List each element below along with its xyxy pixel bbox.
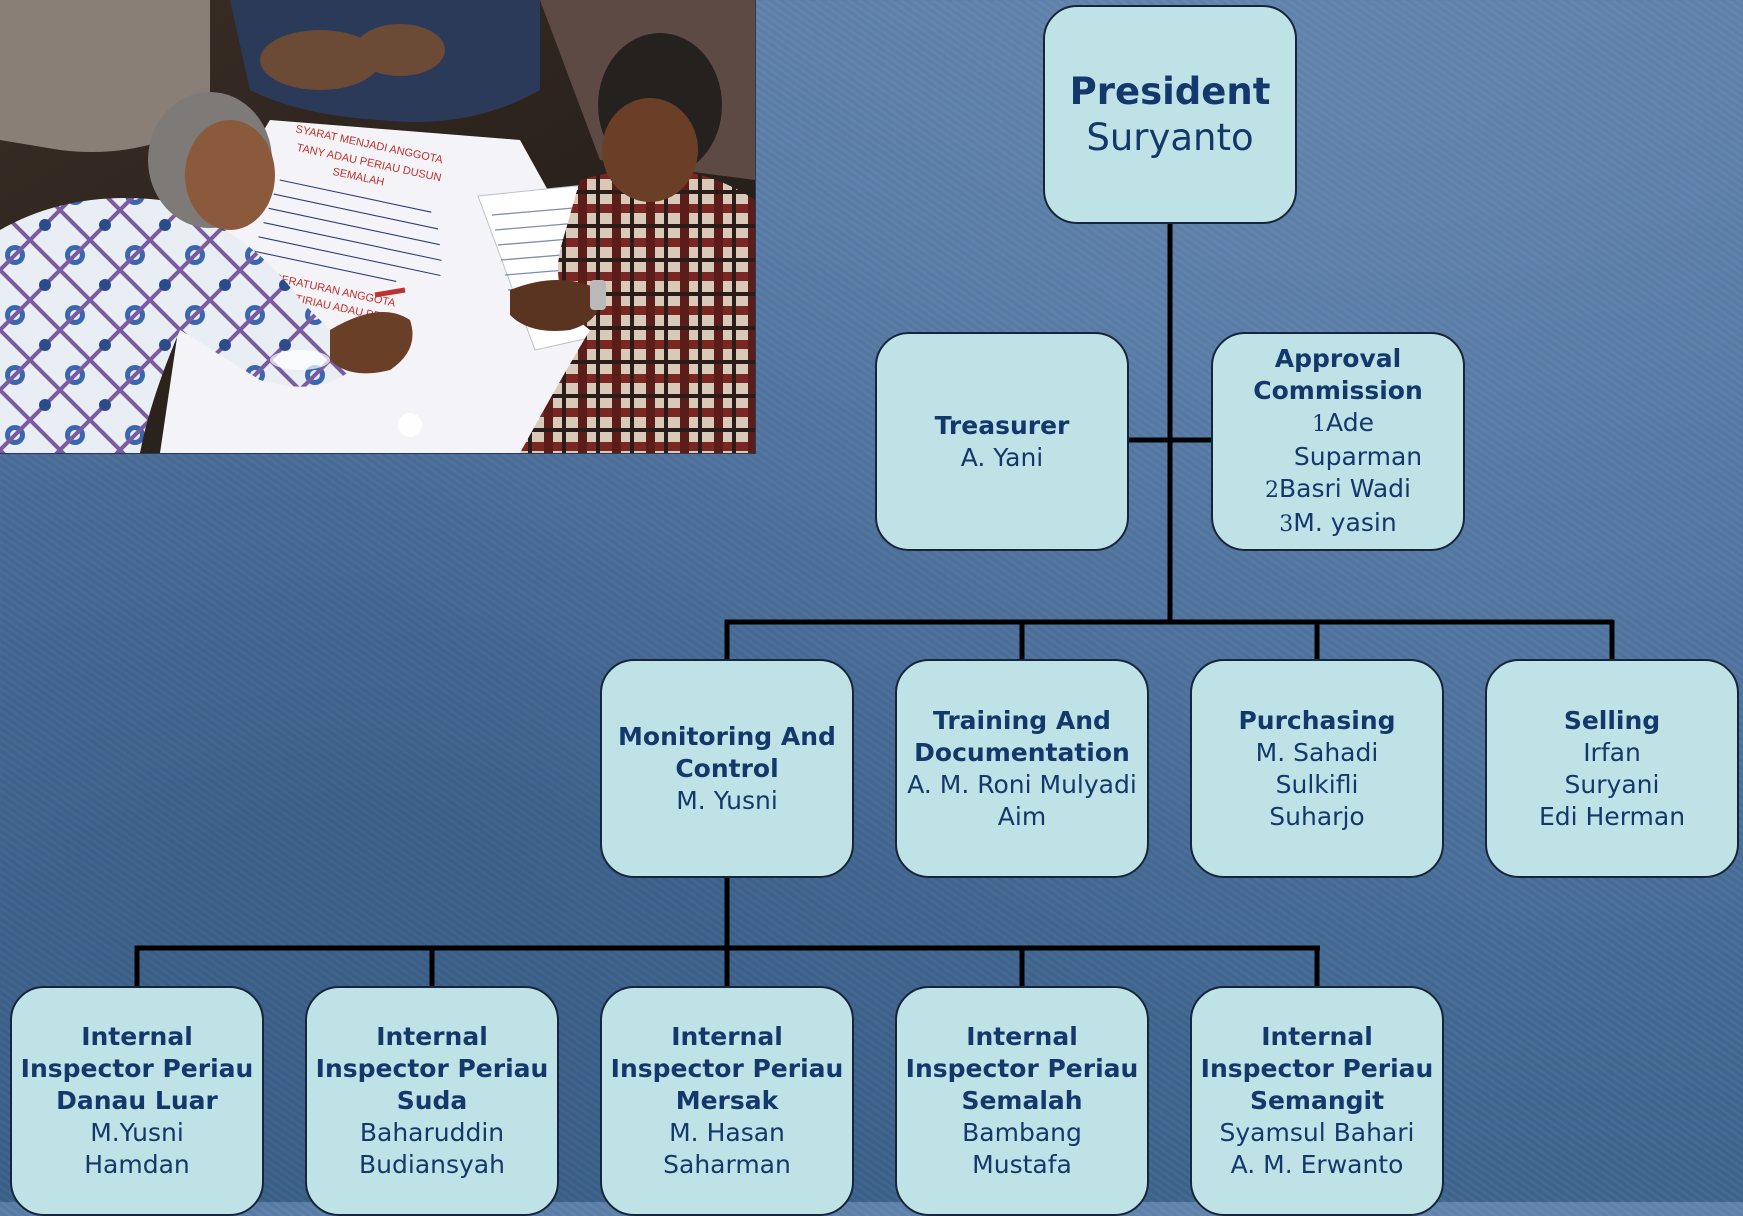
inspector-title: Internal Inspector Periau Suda — [315, 1022, 549, 1115]
inspector-member: Hamdan — [84, 1150, 190, 1179]
inspector-title: Internal Inspector Periau Semalah — [905, 1022, 1139, 1115]
division-member: Suryani — [1564, 769, 1660, 799]
president-box: President Suryanto — [1043, 5, 1297, 224]
inspector-member: Baharuddin — [359, 1118, 505, 1147]
president-title: President — [1069, 69, 1271, 113]
division-title: Purchasing — [1238, 705, 1396, 735]
division-member: Aim — [997, 801, 1047, 831]
inspector-member: Budiansyah — [359, 1150, 505, 1179]
approval-commission-box: Approval Commission 1Ade Suparman 2Basri… — [1211, 332, 1465, 551]
approval-member-3: 3M. yasin — [1279, 507, 1397, 537]
inspector-title: Internal Inspector Periau Semangit — [1200, 1022, 1434, 1115]
division-member: M. Sahadi — [1255, 737, 1379, 767]
approval-member-1: 1Ade — [1312, 407, 1374, 437]
inspector-member: M. Hasan — [669, 1118, 785, 1147]
inspector-box-semalah: Internal Inspector Periau Semalah Bamban… — [895, 986, 1149, 1216]
inspector-member: Saharman — [663, 1150, 791, 1179]
division-member: Suharjo — [1269, 801, 1365, 831]
inspector-box-semangit: Internal Inspector Periau Semangit Syams… — [1190, 986, 1444, 1216]
inspector-member: Syamsul Bahari — [1219, 1118, 1415, 1147]
inspector-member: M.Yusni — [90, 1118, 184, 1147]
division-member: Irfan — [1583, 737, 1641, 767]
division-box-monitoring: Monitoring And Control M. Yusni — [600, 659, 854, 878]
approval-member-1-cont: Suparman — [1293, 441, 1423, 471]
division-box-purchasing: Purchasing M. Sahadi Sulkifli Suharjo — [1190, 659, 1444, 878]
approval-member-2: 2Basri Wadi — [1265, 473, 1411, 503]
division-member: Sulkifli — [1275, 769, 1359, 799]
inspector-member: A. M. Erwanto — [1230, 1150, 1404, 1179]
meeting-photo-illustration: SYARAT MENJADI ANGGOTA TANY ADAU PERIAU … — [0, 0, 755, 453]
division-member: A. M. Roni Mulyadi — [907, 769, 1137, 799]
treasurer-name: A. Yani — [960, 442, 1044, 472]
division-title: Selling — [1563, 705, 1661, 735]
inspector-member: Bambang — [962, 1118, 1082, 1147]
inspector-title: Internal Inspector Periau Mersak — [610, 1022, 844, 1115]
treasurer-box: Treasurer A. Yani — [875, 332, 1129, 551]
division-member: Edi Herman — [1538, 801, 1686, 831]
inspector-title: Internal Inspector Periau Danau Luar — [20, 1022, 254, 1115]
meeting-photo: SYARAT MENJADI ANGGOTA TANY ADAU PERIAU … — [0, 0, 756, 454]
approval-commission-title: Approval Commission — [1253, 343, 1423, 405]
inspector-box-danau-luar: Internal Inspector Periau Danau Luar M.Y… — [10, 986, 264, 1216]
president-name: Suryanto — [1086, 115, 1254, 159]
inspector-box-suda: Internal Inspector Periau Suda Baharuddi… — [305, 986, 559, 1216]
treasurer-title: Treasurer — [934, 410, 1070, 440]
division-box-selling: Selling Irfan Suryani Edi Herman — [1485, 659, 1739, 878]
division-member: M. Yusni — [676, 785, 778, 815]
inspector-box-mersak: Internal Inspector Periau Mersak M. Hasa… — [600, 986, 854, 1216]
division-title: Training And Documentation — [914, 705, 1130, 767]
inspector-member: Mustafa — [972, 1150, 1072, 1179]
division-title: Monitoring And Control — [618, 721, 836, 783]
division-box-training: Training And Documentation A. M. Roni Mu… — [895, 659, 1149, 878]
